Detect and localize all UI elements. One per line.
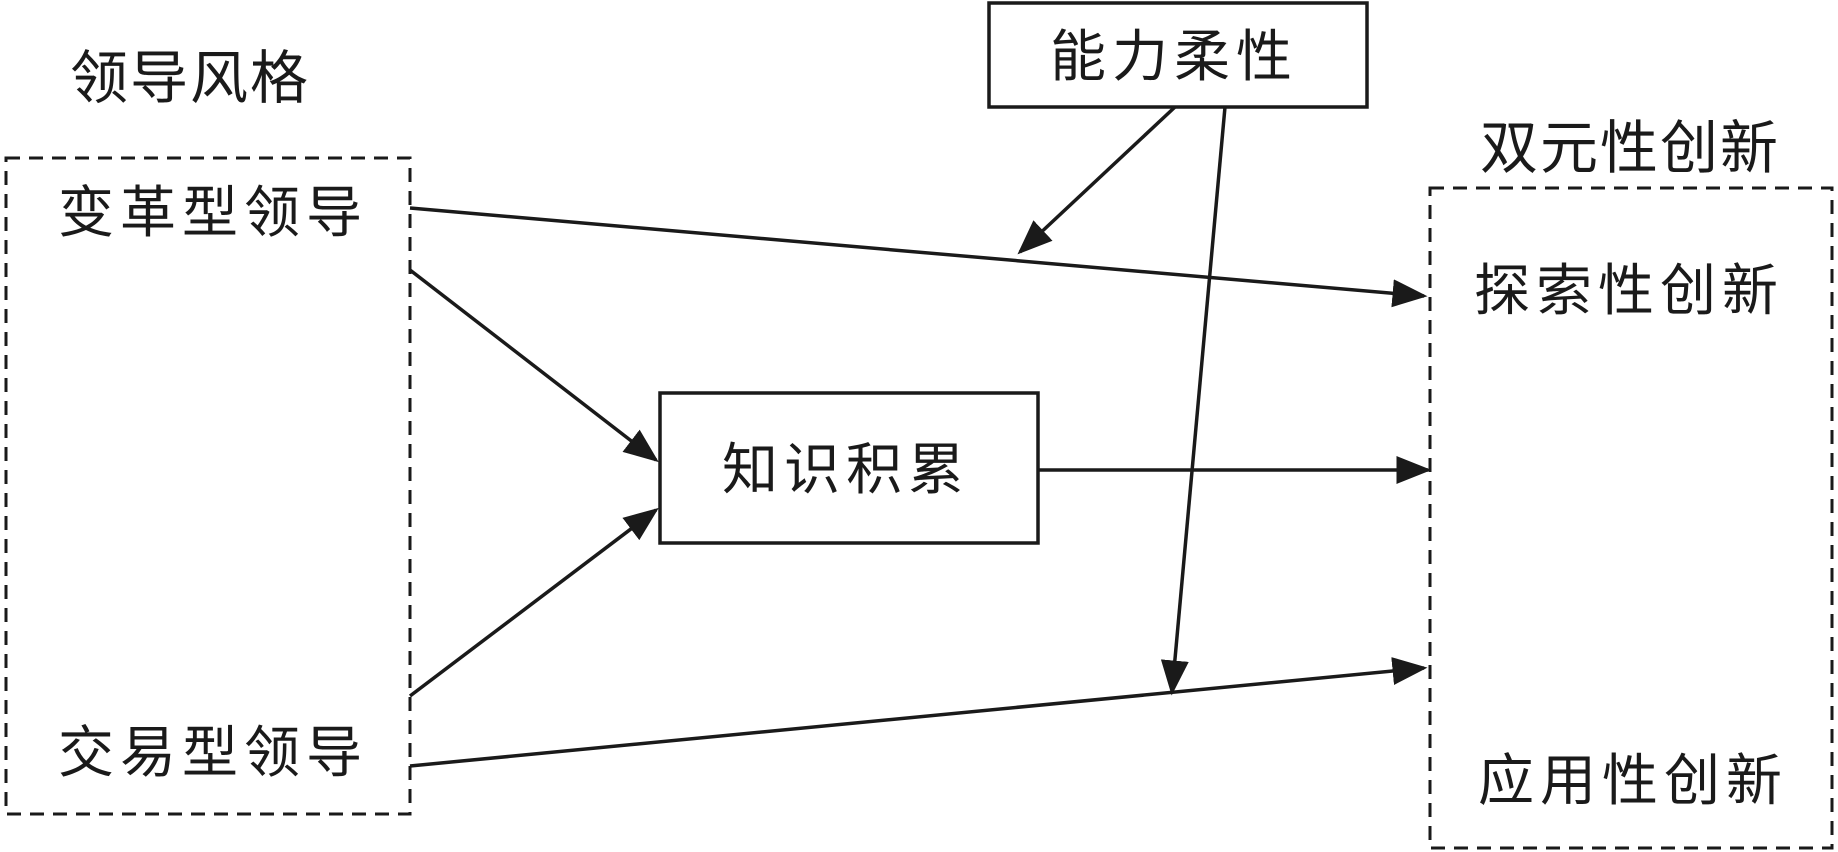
leadership-style-title: 领导风格 (70, 44, 310, 112)
arrow-transactional-to-knowledge (408, 507, 659, 698)
capability-flexibility-label: 能力柔性 (1050, 25, 1298, 90)
arrow-transformational-to-exploratory (409, 206, 1428, 308)
transformational-leadership-label: 变革型领导 (58, 181, 368, 246)
exploratory-innovation-label: 探索性创新 (1474, 259, 1784, 324)
knowledge-accumulation-label: 知识积累 (722, 438, 970, 503)
exploitative-innovation-label: 应用性创新 (1478, 749, 1788, 814)
transactional-leadership-label: 交易型领导 (58, 721, 368, 786)
leadership-style-group-box (4, 156, 412, 816)
arrow-transformational-to-knowledge (408, 268, 659, 463)
ambidextrous-innovation-title: 双元性创新 (1480, 114, 1780, 182)
knowledge-accumulation-box (658, 391, 1040, 545)
arrow-flexibility-moderates-upper-path (1017, 105, 1177, 255)
arrow-flexibility-moderates-lower-path (1160, 106, 1227, 696)
ambidextrous-innovation-group-box (1428, 186, 1834, 850)
capability-flexibility-box (987, 1, 1369, 109)
arrow-transactional-to-exploitative (409, 657, 1428, 768)
